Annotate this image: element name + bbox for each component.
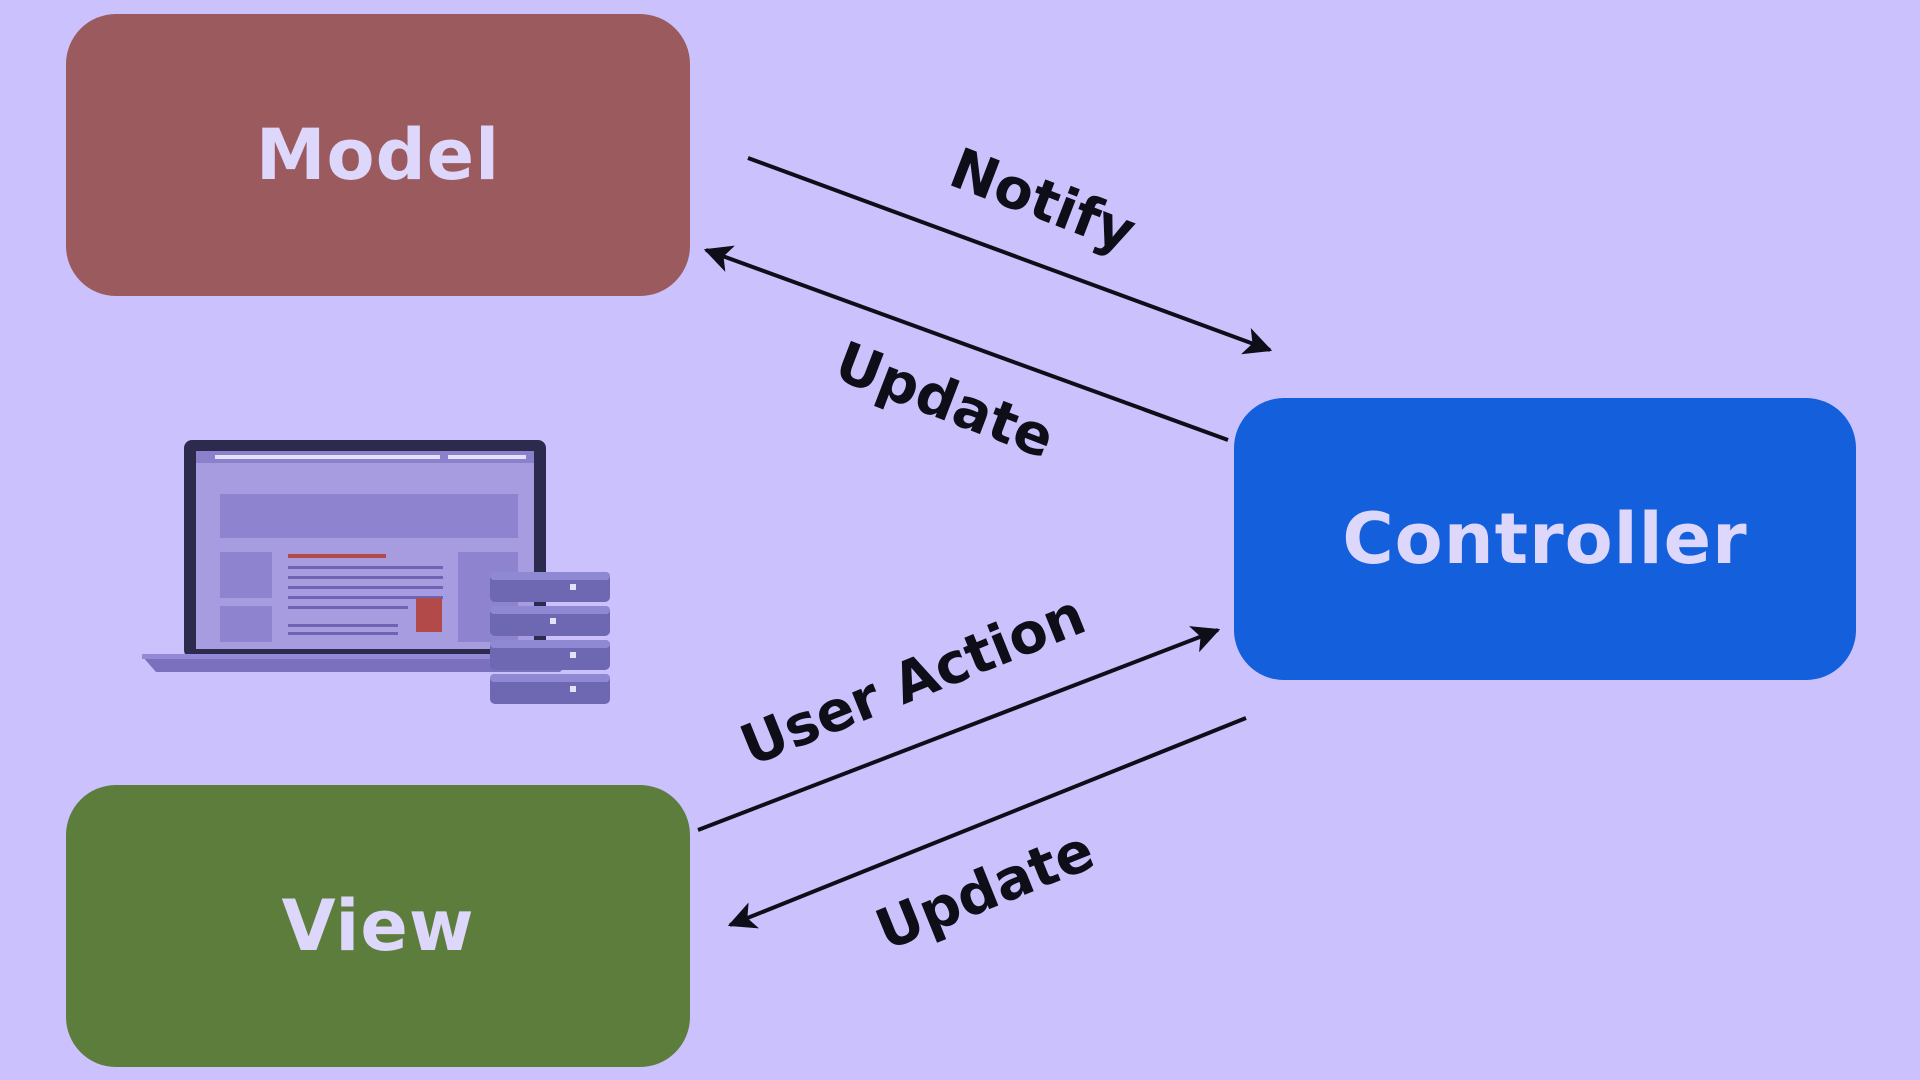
user-action-label: User Action [732,582,1095,779]
view-node: View [66,785,690,1067]
update-to-view-arrow [727,716,1247,929]
view-label: View [281,885,475,967]
controller-label: Controller [1342,498,1748,580]
controller-node: Controller [1234,398,1856,680]
update-to-view-label: Update [867,818,1103,964]
model-label: Model [255,114,501,196]
update-to-model-label: Update [826,329,1062,471]
user-action-arrow [697,626,1221,832]
notify-label: Notify [941,136,1144,266]
model-node: Model [66,14,690,296]
update-to-model-arrow [703,245,1229,442]
server-stack-icon [490,572,610,704]
notify-arrow [747,156,1273,355]
laptop-icon [142,440,576,672]
